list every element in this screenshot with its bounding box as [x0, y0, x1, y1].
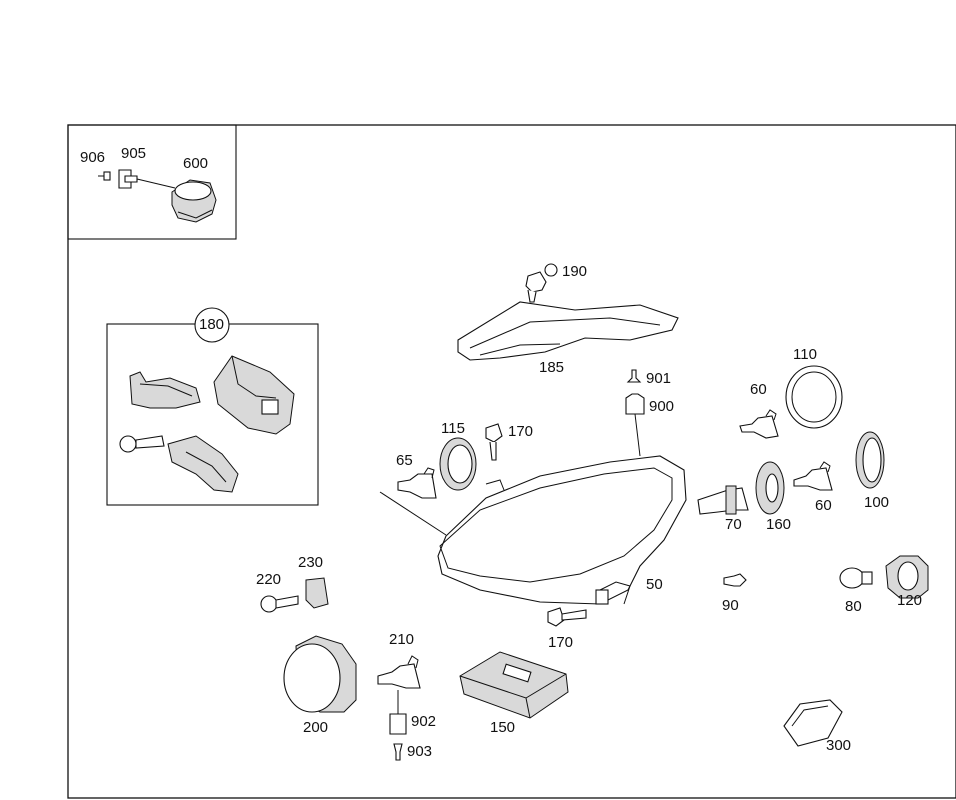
part-230-clip [305, 577, 329, 609]
label-901: 901 [646, 370, 672, 387]
part-905 [118, 169, 176, 189]
label-50: 50 [646, 576, 663, 593]
part-180-bracket-lower [167, 435, 239, 493]
label-905: 905 [121, 145, 147, 162]
part-110-seal [785, 365, 843, 429]
label-230: 230 [298, 554, 324, 571]
part-80-bulb [839, 567, 873, 589]
label-600: 600 [183, 155, 209, 172]
part-185 [457, 301, 679, 361]
label-160: 160 [766, 516, 792, 533]
part-300-cover [783, 699, 843, 747]
label-60-upper: 60 [750, 381, 767, 398]
part-901 [626, 369, 642, 383]
part-600 [171, 179, 217, 223]
diagram-frame [67, 124, 956, 799]
label-65: 65 [396, 452, 413, 469]
part-60-bulb-upper [739, 409, 779, 439]
inset-box-600 [67, 124, 237, 240]
label-170-upper: 170 [508, 423, 534, 440]
part-150-ballast [459, 651, 569, 719]
label-115: 115 [441, 420, 465, 437]
part-70-bulb [697, 485, 749, 515]
part-210-bulb [377, 655, 421, 689]
part-220-screw [260, 595, 299, 613]
label-185: 185 [539, 359, 565, 376]
part-906 [98, 171, 111, 181]
part-100-ring [855, 431, 885, 489]
label-120: 120 [897, 592, 923, 609]
part-190 [525, 263, 558, 303]
part-65-bulb [397, 467, 437, 499]
label-200: 200 [303, 719, 329, 736]
label-900: 900 [649, 398, 675, 415]
part-903-plug [393, 743, 403, 761]
part-60-bulb-lower [793, 461, 833, 491]
label-70: 70 [725, 516, 742, 533]
part-180-screw [119, 435, 165, 453]
part-900 [625, 393, 645, 457]
part-170-screw-upper [485, 423, 503, 461]
label-80: 80 [845, 598, 862, 615]
label-110: 110 [793, 346, 817, 363]
part-180-bracket-upper-right [213, 355, 295, 435]
label-180: 180 [199, 316, 225, 333]
callout-circle-180 [194, 307, 230, 343]
label-300: 300 [826, 737, 852, 754]
label-100: 100 [864, 494, 890, 511]
label-190: 190 [562, 263, 588, 280]
part-170-screw-lower [547, 607, 587, 627]
label-150: 150 [490, 719, 516, 736]
label-90: 90 [722, 597, 739, 614]
part-160-ring [755, 461, 785, 515]
part-115-ring [439, 437, 477, 491]
label-906: 906 [80, 149, 106, 166]
label-902: 902 [411, 713, 437, 730]
label-210: 210 [389, 631, 415, 648]
label-170-lower: 170 [548, 634, 574, 651]
label-60-lower: 60 [815, 497, 832, 514]
part-90-bulb [723, 573, 747, 587]
part-180-bracket-upper-left [129, 371, 201, 409]
part-902-connector [389, 690, 407, 735]
label-220: 220 [256, 571, 282, 588]
part-200-fog-lamp [283, 635, 357, 713]
part-50-headlamp [379, 455, 687, 605]
part-120-socket [885, 555, 929, 599]
label-903: 903 [407, 743, 433, 760]
